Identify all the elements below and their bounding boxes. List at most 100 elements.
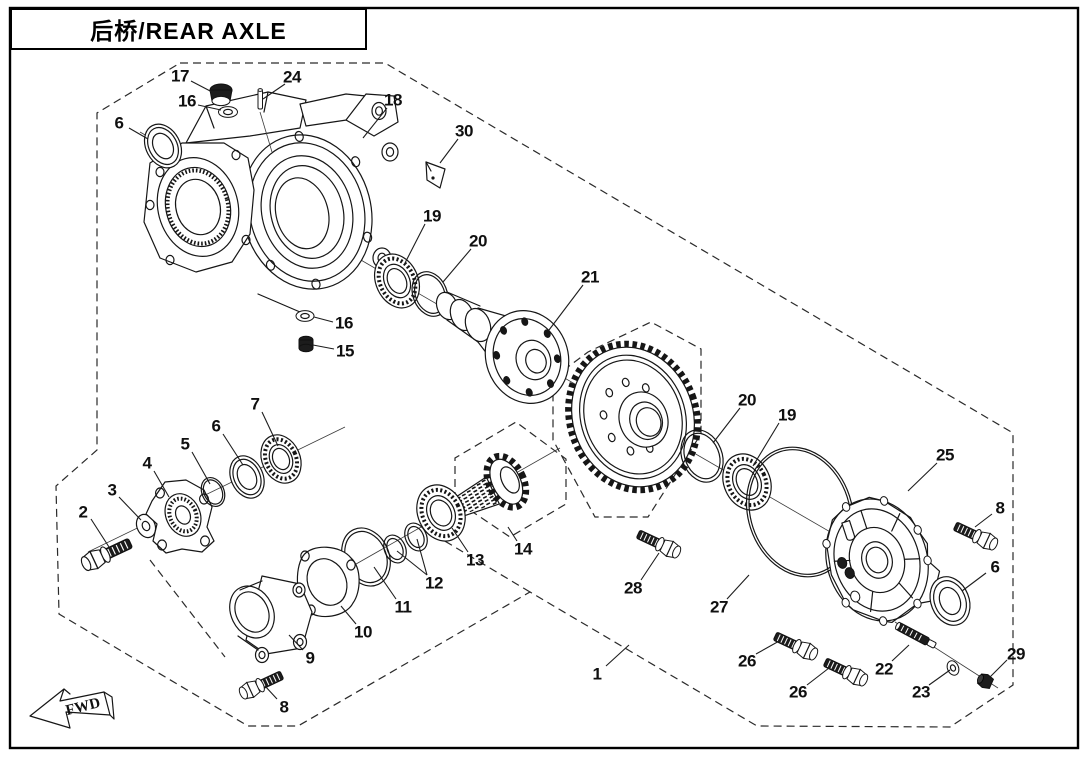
divider-line-right bbox=[427, 530, 531, 593]
pin-24 bbox=[257, 88, 273, 153]
leader-line-4 bbox=[153, 470, 170, 498]
leader-line-13 bbox=[451, 527, 469, 553]
callout-8: 8 bbox=[279, 697, 289, 717]
callout-6: 6 bbox=[211, 416, 221, 436]
bolt-2 bbox=[77, 533, 136, 575]
callout-10: 10 bbox=[354, 622, 372, 642]
bearing-7 bbox=[260, 434, 302, 484]
callout-18: 18 bbox=[384, 90, 402, 110]
leader-line-20 bbox=[712, 407, 741, 444]
leader-line-29 bbox=[989, 659, 1008, 678]
leader-line-3 bbox=[118, 496, 142, 521]
callout-9: 9 bbox=[305, 648, 315, 668]
leader-line-6 bbox=[128, 127, 149, 140]
seal-6-left bbox=[143, 123, 183, 169]
leader-lines bbox=[90, 80, 1008, 700]
callout-13: 13 bbox=[466, 550, 484, 570]
callout-3: 3 bbox=[107, 480, 117, 500]
callout-17: 17 bbox=[171, 66, 189, 86]
callout-5: 5 bbox=[180, 434, 190, 454]
washer-3 bbox=[135, 513, 157, 539]
bolt-26a bbox=[771, 628, 821, 664]
oring-20-left bbox=[411, 271, 449, 317]
callout-4: 4 bbox=[142, 453, 152, 473]
tag-30 bbox=[425, 161, 446, 189]
bolt-8-bottom bbox=[236, 667, 286, 703]
leader-line-12 bbox=[396, 550, 428, 576]
plug-17 bbox=[209, 83, 233, 107]
callout-21: 21 bbox=[581, 267, 599, 287]
leader-line-24 bbox=[262, 83, 286, 100]
callout-14: 14 bbox=[514, 539, 532, 559]
leader-line-27 bbox=[726, 574, 750, 600]
callout-12: 12 bbox=[425, 573, 443, 593]
leader-line-9 bbox=[288, 634, 304, 651]
divider-line-left bbox=[149, 559, 226, 658]
callout-30: 30 bbox=[455, 121, 473, 141]
leader-line-21 bbox=[548, 284, 584, 331]
washer-16-mid bbox=[295, 310, 315, 322]
ring-gear-boundary bbox=[552, 321, 702, 518]
callout-25: 25 bbox=[936, 445, 954, 465]
leader-line-7 bbox=[261, 411, 279, 447]
leader-line-14 bbox=[507, 526, 518, 542]
pinion-boundary bbox=[454, 421, 567, 538]
leader-line-16 bbox=[197, 104, 222, 111]
leader-line-10 bbox=[340, 605, 357, 625]
seal-6-right bbox=[929, 576, 971, 626]
leader-line-28 bbox=[640, 552, 660, 581]
flange-4 bbox=[145, 479, 215, 554]
leader-line-16 bbox=[313, 316, 334, 323]
callout-27: 27 bbox=[710, 597, 728, 617]
callout-2: 2 bbox=[78, 502, 88, 522]
bolt-8-right bbox=[951, 518, 1001, 554]
washer-23 bbox=[946, 660, 960, 676]
callout-26: 26 bbox=[738, 651, 756, 671]
leader-line-18 bbox=[362, 107, 388, 139]
leader-line-12 bbox=[416, 538, 428, 576]
cap-15 bbox=[298, 335, 314, 353]
oring-20-right bbox=[680, 429, 724, 483]
leader-line-20 bbox=[442, 248, 472, 283]
cover-25 bbox=[822, 496, 941, 626]
leader-line-1 bbox=[605, 644, 630, 667]
stud-22 bbox=[895, 621, 937, 649]
leader-line-2 bbox=[90, 518, 110, 548]
leader-line-26 bbox=[806, 667, 830, 686]
callout-8: 8 bbox=[995, 498, 1005, 518]
callout-16: 16 bbox=[335, 313, 353, 333]
page-title: 后桥/REAR AXLE bbox=[90, 18, 287, 44]
leader-line-22 bbox=[891, 644, 910, 662]
leader-line-26 bbox=[755, 639, 782, 655]
leader-line-6 bbox=[961, 572, 987, 592]
leader-line-15 bbox=[312, 344, 335, 350]
hub-9 bbox=[229, 575, 313, 664]
leader-line-19 bbox=[404, 223, 426, 264]
leader-line-6 bbox=[222, 433, 244, 466]
callout-19: 19 bbox=[423, 206, 441, 226]
callout-6: 6 bbox=[114, 113, 124, 133]
callout-26: 26 bbox=[789, 682, 807, 702]
leader-line-30 bbox=[439, 138, 459, 164]
callout-29: 29 bbox=[1007, 644, 1025, 664]
pinion-14 bbox=[452, 452, 530, 517]
housing-18 bbox=[143, 91, 399, 313]
callout-16: 16 bbox=[178, 91, 196, 111]
ring-12b bbox=[404, 522, 428, 552]
leader-line-8 bbox=[264, 685, 278, 700]
carrier-21 bbox=[435, 291, 570, 404]
fwd-arrow-icon: FWD bbox=[29, 688, 115, 729]
bolt-28 bbox=[634, 526, 684, 562]
callout-28: 28 bbox=[624, 578, 642, 598]
callout-11: 11 bbox=[394, 597, 412, 617]
callout-6: 6 bbox=[990, 557, 1000, 577]
nut-29 bbox=[976, 673, 995, 689]
callout-23: 23 bbox=[912, 682, 930, 702]
seal-6-mid bbox=[229, 455, 265, 499]
callout-19: 19 bbox=[778, 405, 796, 425]
callout-20: 20 bbox=[469, 231, 487, 251]
washer-16-top bbox=[218, 106, 238, 118]
oring-27 bbox=[745, 446, 855, 578]
title-box: 后桥/REAR AXLE bbox=[10, 8, 367, 50]
